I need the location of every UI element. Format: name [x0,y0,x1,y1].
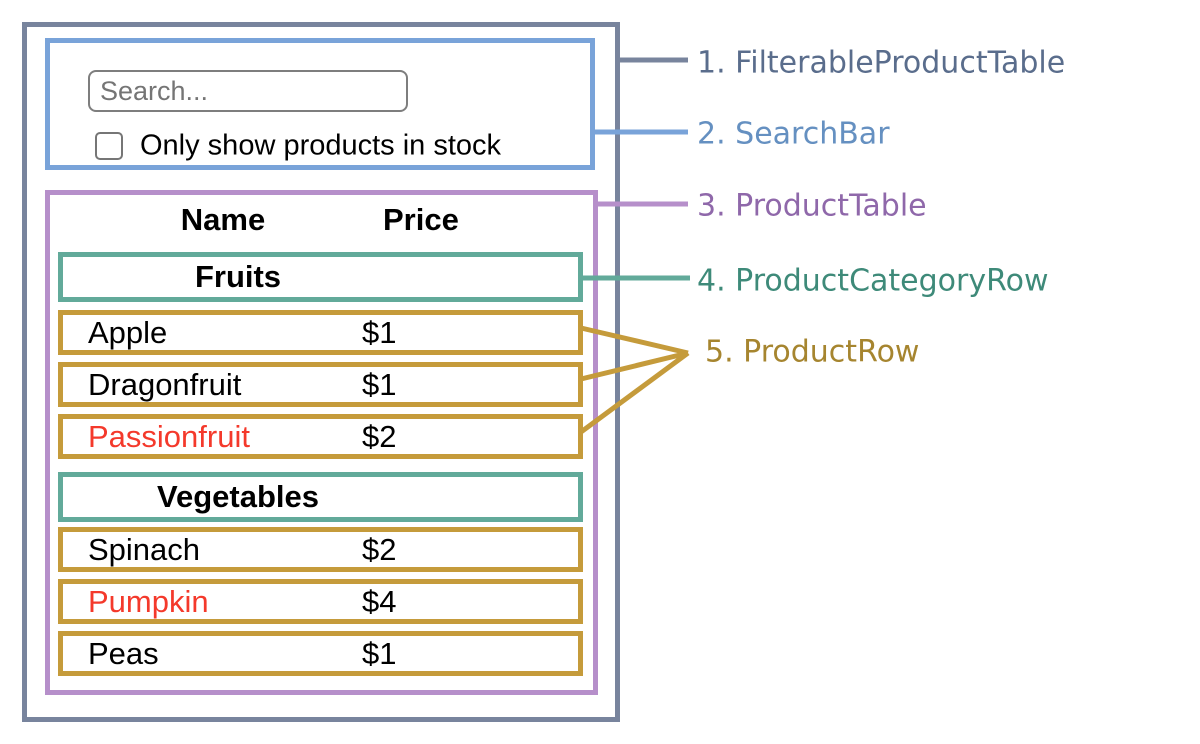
product-name: Dragonfruit [88,366,242,402]
product-row-apple: Apple $1 [58,310,583,355]
in-stock-checkbox-label: Only show products in stock [140,129,502,162]
annotation-product-table: 3. ProductTable [697,188,927,224]
product-price: $1 [362,635,397,671]
in-stock-checkbox[interactable] [95,132,123,160]
product-row-dragonfruit: Dragonfruit $1 [58,362,583,407]
category-row-fruits: Fruits [58,252,583,302]
product-name: Pumpkin [88,583,209,619]
category-label: Vegetables [157,479,319,514]
column-header-price: Price [383,202,459,237]
product-name: Apple [88,314,168,350]
product-name: Peas [88,635,159,671]
product-price: $2 [362,418,397,454]
category-label: Fruits [194,259,282,294]
annotation-product-row: 5. ProductRow [705,334,920,370]
product-name: Passionfruit [88,418,250,454]
product-price: $1 [362,314,397,350]
annotation-product-category-row: 4. ProductCategoryRow [697,263,1049,299]
product-price: $4 [362,583,397,619]
annotation-filterable-product-table: 1. FilterableProductTable [697,45,1066,81]
product-name: Spinach [88,531,201,567]
product-row-passionfruit: Passionfruit $2 [58,414,583,459]
product-row-peas: Peas $1 [58,631,583,676]
search-input[interactable] [88,70,408,112]
annotation-search-bar: 2. SearchBar [697,116,890,152]
product-price: $2 [362,531,397,567]
category-row-vegetables: Vegetables [58,472,583,522]
product-row-pumpkin: Pumpkin $4 [58,579,583,624]
product-price: $1 [362,366,397,402]
column-header-name: Name [180,202,266,237]
product-row-spinach: Spinach $2 [58,527,583,572]
